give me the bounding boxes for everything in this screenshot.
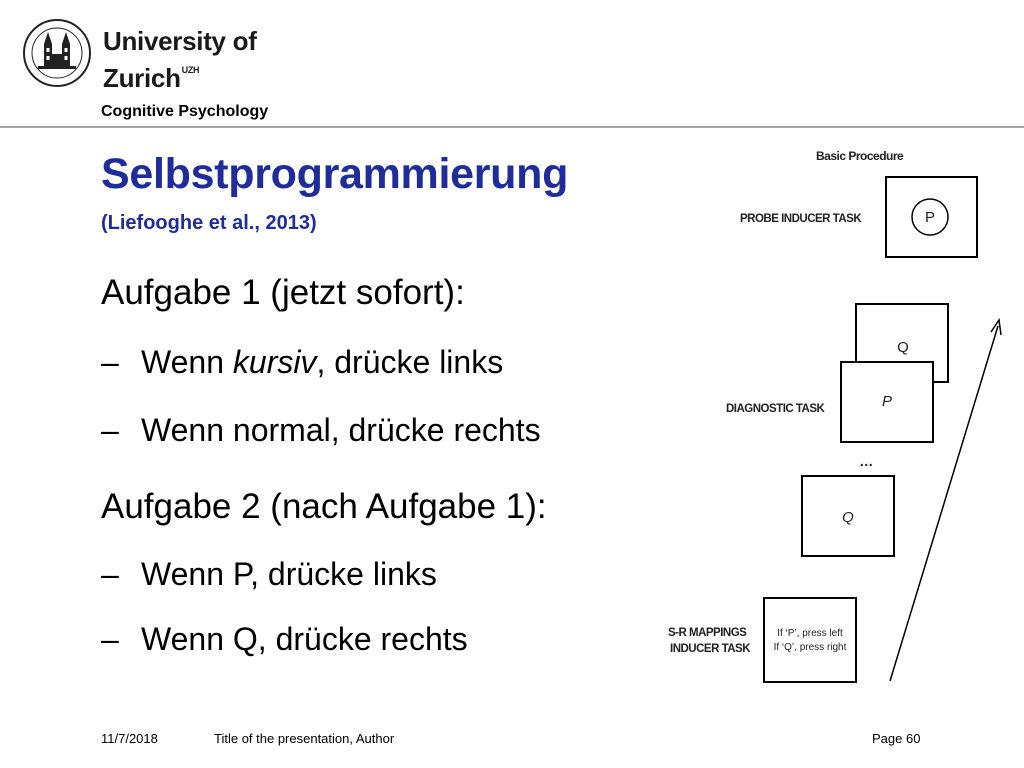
task2-heading: Aufgabe 2 (nach Aufgabe 1): [101,487,547,526]
ellipsis: … [859,453,873,469]
basic-procedure-diagram: Basic Procedure PROBE INDUCER TASK P Q P… [668,149,1002,683]
bullet-text: Wenn [141,344,233,380]
task1-bullet-1: –Wenn kursiv, drücke links [101,344,503,381]
sr-mappings-screen [763,597,857,683]
diagnostic-back-letter: Q [897,339,909,356]
footer-presentation-title: Title of the presentation, Author [214,731,395,746]
bullet-text: , drücke links [316,344,504,380]
bullet-text: Wenn Q, drücke rechts [141,621,468,657]
sr-rule-1: If ‘P’, press left [777,628,843,639]
header-divider [0,126,1024,128]
university-name-line2: ZurichUZH [103,56,257,93]
uzh-superscript: UZH [181,65,200,75]
slide-subtitle: (Liefooghe et al., 2013) [101,212,317,234]
bullet-dash: – [101,621,119,657]
probe-inducer-label: PROBE INDUCER TASK [740,213,862,225]
university-seal-logo [23,19,91,87]
probe-inducer-screen [885,176,978,258]
footer-date: 11/7/2018 [101,731,158,746]
time-arrow-head-icon [990,317,1002,336]
bullet-dash: – [101,344,119,380]
diagnostic-front-screen [840,361,934,443]
sr-rule-2: If ‘Q’, press right [774,642,847,653]
probe-circle [911,198,949,236]
bullet-italic-word: kursiv [232,344,317,380]
diagnostic-single-screen [801,475,895,557]
department-name: Cognitive Psychology [101,103,269,120]
bullet-dash: – [101,412,119,448]
footer-page-number: Page 60 [872,731,921,746]
bullet-text: Wenn normal, drücke rechts [141,412,541,448]
diagnostic-task-label: DIAGNOSTIC TASK [726,403,826,415]
slide-title: Selbstprogrammierung [101,150,569,198]
time-arrow-line [889,325,999,682]
university-name-zurich: Zurich [103,63,181,93]
university-name: University of ZurichUZH [103,27,257,93]
task1-heading: Aufgabe 1 (jetzt sofort): [101,273,465,312]
university-name-line1: University of [103,26,257,56]
task2-bullet-2: –Wenn Q, drücke rechts [101,621,468,658]
sr-mappings-label-line1: S-R MAPPINGS [668,627,747,639]
bullet-text: Wenn P, drücke links [141,556,437,592]
task2-bullet-1: –Wenn P, drücke links [101,556,437,593]
probe-letter: P [925,209,935,226]
diagnostic-front-letter: P [882,393,892,410]
diagnostic-single-letter: Q [842,509,854,526]
bullet-dash: – [101,556,119,592]
task1-bullet-2: –Wenn normal, drücke rechts [101,412,541,449]
diagram-title: Basic Procedure [816,149,904,163]
sr-mappings-label-line2: INDUCER TASK [670,643,751,655]
